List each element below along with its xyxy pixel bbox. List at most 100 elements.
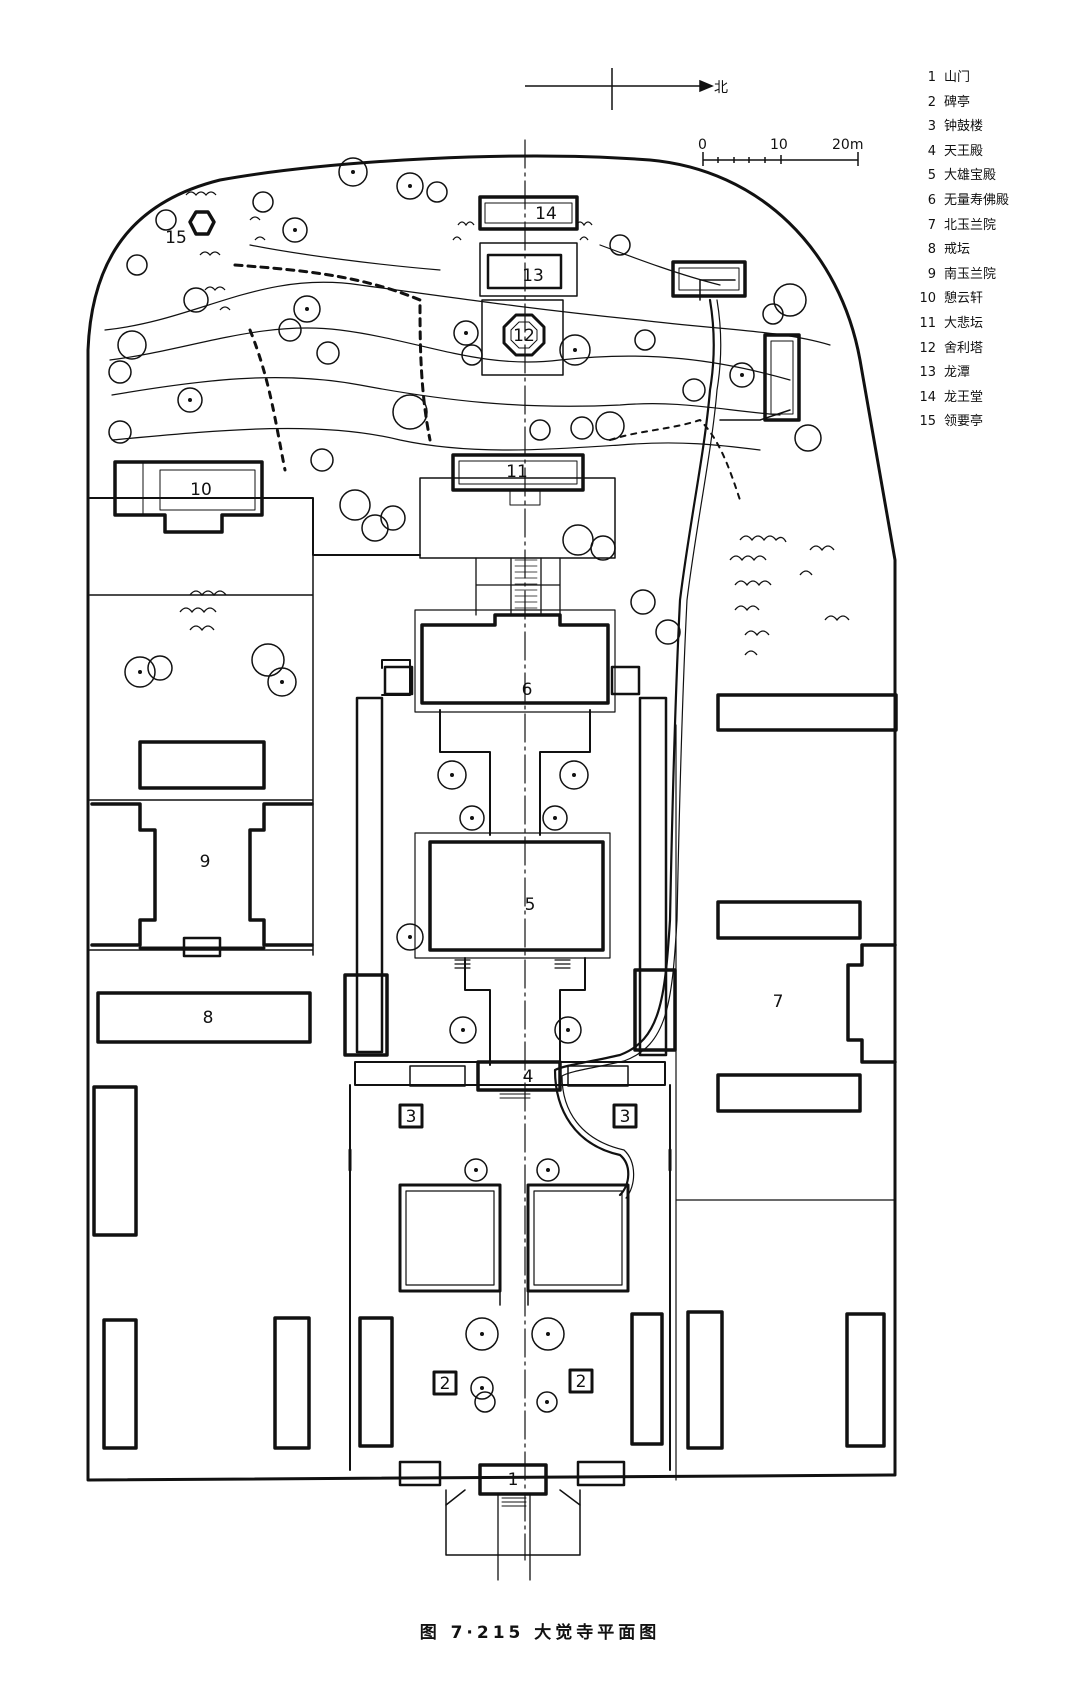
north-arrow (525, 68, 714, 110)
label-2-left: 2 (440, 1374, 451, 1394)
label-10: 10 (190, 480, 212, 500)
water-channel (553, 298, 715, 1197)
shrubs (179, 191, 850, 656)
building-north-side-garden (671, 260, 747, 298)
water-channel (699, 279, 736, 301)
label-12: 12 (513, 326, 535, 346)
front-court-divider (348, 1148, 672, 1172)
platform-13 (479, 242, 578, 297)
side-hall-left-mid (273, 1316, 311, 1450)
building-8-jietan (96, 991, 312, 1044)
gate-forecourt-diagonal (445, 1489, 581, 1506)
side-hall-right-mid (686, 1310, 724, 1450)
contour-line (111, 427, 761, 451)
label-3-left: 3 (406, 1107, 417, 1127)
wall-4-left (409, 1065, 466, 1087)
label-9: 9 (200, 852, 211, 872)
stele-pavilion-2-left (432, 1370, 458, 1396)
building-north-side-garden-inner (678, 267, 740, 291)
stair-hatch-5 (454, 959, 571, 969)
scale-tick-20: 20m (832, 137, 863, 153)
label-4: 4 (523, 1067, 534, 1087)
side-hall-left-top (92, 1085, 138, 1237)
pond-right-inner (533, 1190, 623, 1286)
wall-6-5 (439, 709, 591, 836)
pond-left-inner (405, 1190, 495, 1286)
side-hall-left-bottom (102, 1318, 138, 1450)
gate-forecourt (445, 1489, 581, 1556)
building-7-north-hall (716, 693, 898, 732)
water-channel (561, 299, 722, 1199)
pagoda-12-inner (510, 321, 538, 349)
wall-left-court (89, 554, 314, 956)
bell-tower-3-left (398, 1103, 424, 1129)
front-gate-wall (398, 1460, 626, 1487)
wall-7 (675, 724, 896, 1481)
side-hall-front-left (358, 1316, 394, 1448)
building-9-east-wing (248, 802, 314, 947)
main-court-wall (355, 696, 668, 1057)
label-8: 8 (203, 1008, 214, 1028)
platform-12 (481, 299, 564, 376)
scale-tick-0: 0 (698, 137, 707, 153)
pond-right (526, 1183, 630, 1293)
building-9-north-hall (138, 740, 266, 790)
label-3-right: 3 (620, 1107, 631, 1127)
label-6: 6 (522, 680, 533, 700)
building-5-daxiong-hall (428, 840, 605, 952)
label-1: 1 (508, 1470, 519, 1490)
court-wall-6 (414, 609, 616, 713)
scale-bar (702, 152, 859, 166)
side-hall-5-left (343, 973, 389, 1057)
garden-path (248, 328, 287, 472)
label-13: 13 (522, 266, 544, 286)
building-6-wuliangshou-hall (420, 613, 610, 705)
building-9-gate (182, 936, 222, 958)
corner-6-left (383, 665, 414, 696)
pavilion-15-lingyao (188, 210, 216, 236)
building-14-inner (484, 202, 573, 224)
label-11: 11 (506, 462, 528, 482)
building-14-longwang-hall (478, 195, 579, 231)
contour-line (111, 377, 781, 416)
stele-pavilion-2-right (568, 1368, 594, 1394)
contour-line (104, 281, 831, 346)
drum-tower-3-right (612, 1103, 638, 1129)
court-wall-5 (414, 832, 611, 959)
tree-centers (138, 170, 744, 1404)
label-15: 15 (165, 228, 187, 248)
building-7-east-hall (846, 943, 897, 1064)
north-label: 北 (714, 80, 728, 96)
contour-line (249, 244, 441, 271)
entry-path (497, 1493, 531, 1581)
building-9-west-wing (90, 802, 157, 947)
stair-hatch (514, 559, 538, 609)
building-east-garden (763, 333, 801, 422)
wall-left-courts (89, 497, 421, 556)
garden-path (233, 263, 432, 442)
side-hall-front-right (630, 1312, 664, 1446)
wall-4-right (567, 1065, 629, 1087)
contour-line (109, 327, 791, 381)
label-14: 14 (535, 204, 557, 224)
label-2-right: 2 (576, 1372, 587, 1392)
building-11-inner (458, 460, 578, 485)
label-7: 7 (773, 992, 784, 1012)
building-1-shanmen (478, 1463, 548, 1496)
outer-wall (86, 154, 897, 1482)
building-7-south-hall (716, 900, 862, 940)
